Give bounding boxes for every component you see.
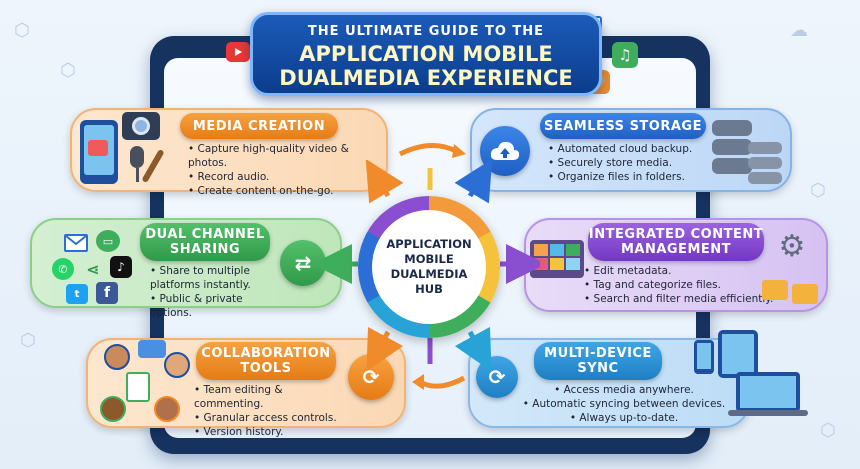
user-avatar-icon [100, 396, 126, 422]
collaboration-title-line-2: TOOLS [240, 361, 292, 376]
chat-icon: ▭ [96, 230, 120, 252]
seamless-storage-title: SEAMLESS STORAGE [540, 113, 706, 139]
list-item: Granular access controls. [194, 411, 350, 425]
dual-channel-title-line-1: DUAL CHANNEL [145, 227, 265, 242]
list-item: Organize files in folders. [548, 170, 728, 184]
chat-bubble-icon [138, 340, 166, 358]
hub-arrow-ring [318, 160, 540, 372]
list-item: Edit metadata. [584, 264, 784, 278]
multi-device-title-line-2: SYNC [577, 361, 619, 376]
phone-icon [694, 340, 714, 374]
folder-icon [792, 284, 818, 304]
music-note-icon: ♫ [612, 42, 638, 68]
collaboration-list: Team editing & commenting. Granular acce… [194, 383, 350, 439]
folder-icon [762, 280, 788, 300]
list-item: Team editing & commenting. [194, 383, 350, 411]
dual-channel-title-line-2: SHARING [169, 242, 241, 257]
media-creation-title: MEDIA CREATION [180, 113, 338, 139]
seamless-storage-list: Automated cloud backup. Securely store m… [548, 142, 728, 184]
camera-icon [122, 112, 160, 140]
media-creation-list: Capture high-quality video & photos. Rec… [188, 142, 386, 198]
hexagon-deco-icon: ⬡ [820, 420, 836, 441]
list-item: Tag and categorize files. [584, 278, 784, 292]
laptop-base [728, 410, 808, 416]
user-avatar-icon [104, 344, 130, 370]
multi-device-title: MULTI-DEVICE SYNC [534, 342, 662, 380]
collaboration-title-line-1: COLLABORATION [201, 346, 331, 361]
camera-app-icon [88, 140, 108, 156]
arrow-to-sync [454, 326, 492, 372]
title-line-2: APPLICATION MOBILE [299, 42, 553, 66]
hub-line-2: MOBILE [404, 252, 454, 266]
database-icon [748, 142, 782, 186]
integrated-content-title: INTEGRATED CONTENT MANAGEMENT [588, 223, 764, 261]
integrated-content-list: Edit metadata. Tag and categorize files.… [584, 264, 784, 306]
title-line-1: THE ULTIMATE GUIDE TO THE [307, 24, 545, 39]
list-item: Automated cloud backup. [548, 142, 728, 156]
document-icon [126, 372, 150, 402]
hexagon-deco-icon: ⬡ [14, 20, 30, 41]
hexagon-deco-icon: ⬡ [60, 60, 76, 81]
user-avatar-icon [164, 352, 190, 378]
title-banner: THE ULTIMATE GUIDE TO THE APPLICATION MO… [250, 12, 602, 96]
twitter-icon: t [66, 284, 88, 304]
hub-line-1: APPLICATION [386, 237, 472, 251]
list-item: Version history. [194, 425, 350, 439]
hexagon-deco-icon: ⬡ [20, 330, 36, 351]
tiktok-icon: ♪ [110, 256, 132, 278]
list-item: Record audio. [188, 170, 386, 184]
cloud-deco-icon: ☁ [790, 20, 808, 41]
hub-line-3: DUALMEDIA [390, 267, 468, 281]
multi-device-title-line-1: MULTI-DEVICE [544, 346, 652, 361]
hub-center: APPLICATION MOBILE DUALMEDIA HUB [372, 210, 486, 324]
gear-icon: ⚙ [778, 228, 806, 264]
tablet-icon [718, 330, 758, 378]
list-item: Search and filter media efficiently. [584, 292, 784, 306]
list-item: Share to multiple platforms instantly. [150, 264, 278, 292]
list-item: Always up-to-date. [512, 411, 736, 425]
arrow-to-media [365, 160, 404, 204]
share-icon: ⋖ [86, 259, 100, 279]
flow-arrow-bottom [412, 374, 466, 390]
user-avatar-icon [154, 396, 180, 422]
multi-device-list: Access media anywhere. Automatic syncing… [512, 383, 736, 425]
laptop-icon [736, 372, 800, 412]
integrated-content-title-line-1: INTEGRATED CONTENT [588, 227, 764, 242]
list-item: Public & private options. [150, 292, 278, 320]
hexagon-deco-icon: ⬡ [810, 180, 826, 201]
facebook-icon: f [96, 282, 118, 304]
database-icon [712, 120, 752, 180]
list-item: Access media anywhere. [512, 383, 736, 397]
mail-icon [64, 234, 88, 252]
collaboration-title: COLLABORATION TOOLS [196, 342, 336, 380]
arrow-to-collab [366, 326, 404, 372]
dual-channel-title: DUAL CHANNEL SHARING [140, 223, 270, 261]
list-item: Securely store media. [548, 156, 728, 170]
arrow-to-storage [454, 160, 493, 204]
list-item: Create content on-the-go. [188, 184, 386, 198]
flow-arrow-top [398, 143, 466, 158]
title-line-3: DUALMEDIA EXPERIENCE [279, 66, 573, 90]
whatsapp-icon: ✆ [52, 258, 74, 280]
list-item: Capture high-quality video & photos. [188, 142, 386, 170]
hub-line-4: HUB [415, 282, 443, 296]
microphone-icon [130, 146, 144, 168]
microphone-stand [136, 168, 139, 182]
list-item: Automatic syncing between devices. [512, 397, 736, 411]
dual-channel-list: Share to multiple platforms instantly. P… [150, 264, 278, 320]
integrated-content-title-line-2: MANAGEMENT [620, 242, 732, 257]
video-play-icon [226, 42, 250, 62]
